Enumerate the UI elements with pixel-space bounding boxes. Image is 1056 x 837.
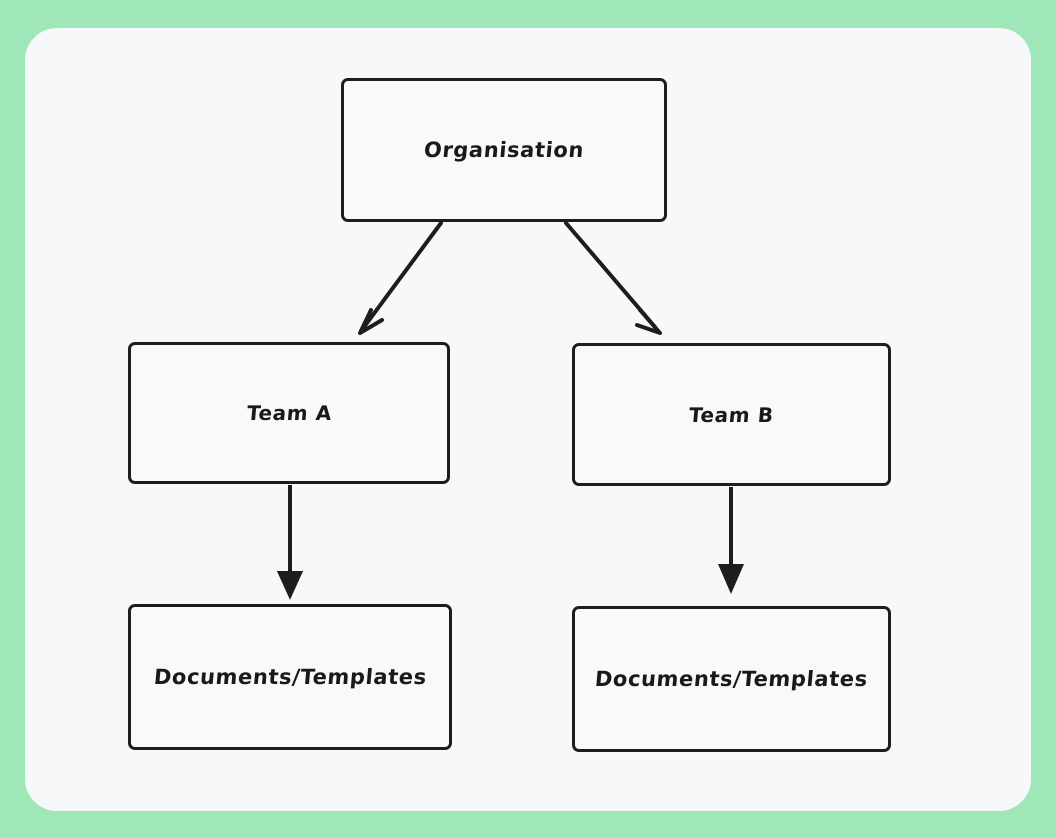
edge-org-to-team-a xyxy=(362,221,443,329)
node-documents-templates-b[interactable]: Documents/Templates xyxy=(572,606,891,752)
node-documents-templates-a-label: Documents/Templates xyxy=(152,665,428,689)
arrowhead-org-to-team-a xyxy=(358,308,384,335)
arrowhead-org-to-team-b xyxy=(635,308,662,335)
arrowhead-team-a-to-docs-a xyxy=(276,571,304,600)
node-organisation[interactable]: Organisation xyxy=(341,78,667,222)
arrowhead-team-b-to-docs-b xyxy=(717,564,745,595)
node-documents-templates-b-label: Documents/Templates xyxy=(594,667,869,691)
node-team-b-label: Team B xyxy=(688,402,775,427)
node-team-a[interactable]: Team A xyxy=(128,342,450,484)
node-team-a-label: Team A xyxy=(245,401,333,425)
node-team-b[interactable]: Team B xyxy=(572,343,891,486)
node-organisation-label: Organisation xyxy=(422,138,586,162)
node-documents-templates-a[interactable]: Documents/Templates xyxy=(128,604,452,750)
